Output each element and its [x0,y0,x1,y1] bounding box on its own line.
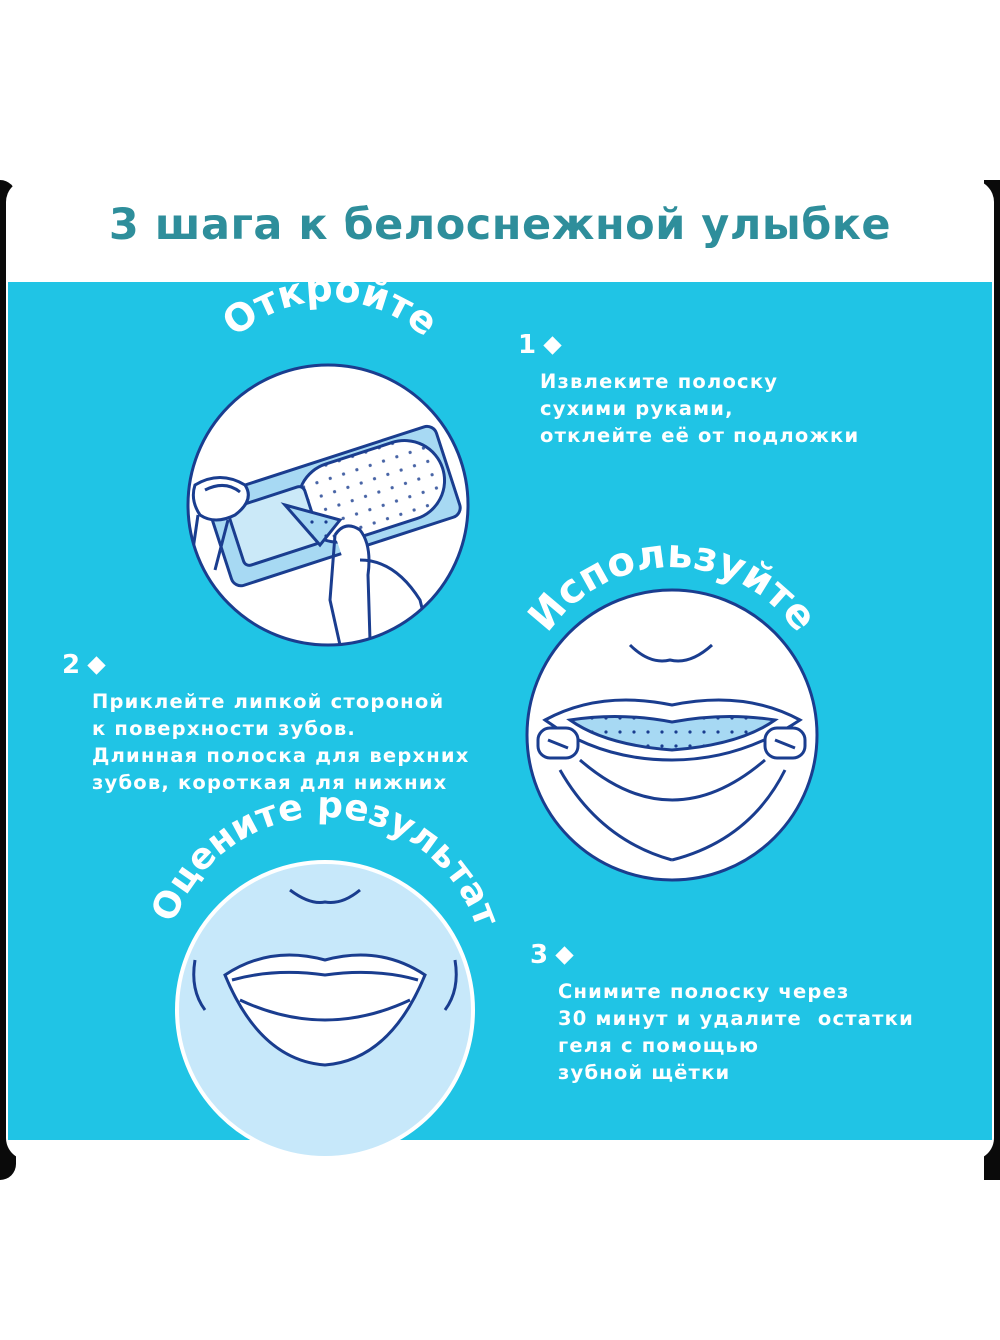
step-2: 2 Приклейте липкой стороной к поверхност… [62,650,470,796]
smile-illustration [175,860,475,1160]
step-2-number: 2 [62,650,470,680]
step1-heading: Откройте [214,266,446,345]
step-3: 3 Снимите полоску через 30 минут и удали… [530,940,914,1086]
step-1-text: Извлеките полоску сухими руками, отклейт… [540,370,860,447]
step-1: 1 Извлеките полоску сухими руками, откле… [518,330,859,449]
page-title: 3 шага к белоснежной улыбке [108,200,892,250]
step-2-text: Приклейте липкой стороной к поверхности … [92,690,470,794]
step-3-number: 3 [530,940,914,970]
step-1-number: 1 [518,330,859,360]
step-3-text: Снимите полоску через 30 минут и удалите… [558,980,914,1084]
diamond-bullet-icon [555,945,574,965]
instructions-panel [8,282,992,1140]
diamond-bullet-icon [543,335,562,355]
diamond-bullet-icon [87,655,106,675]
mouth-strip-illustration [525,588,819,882]
strip-peel-illustration [186,363,470,647]
